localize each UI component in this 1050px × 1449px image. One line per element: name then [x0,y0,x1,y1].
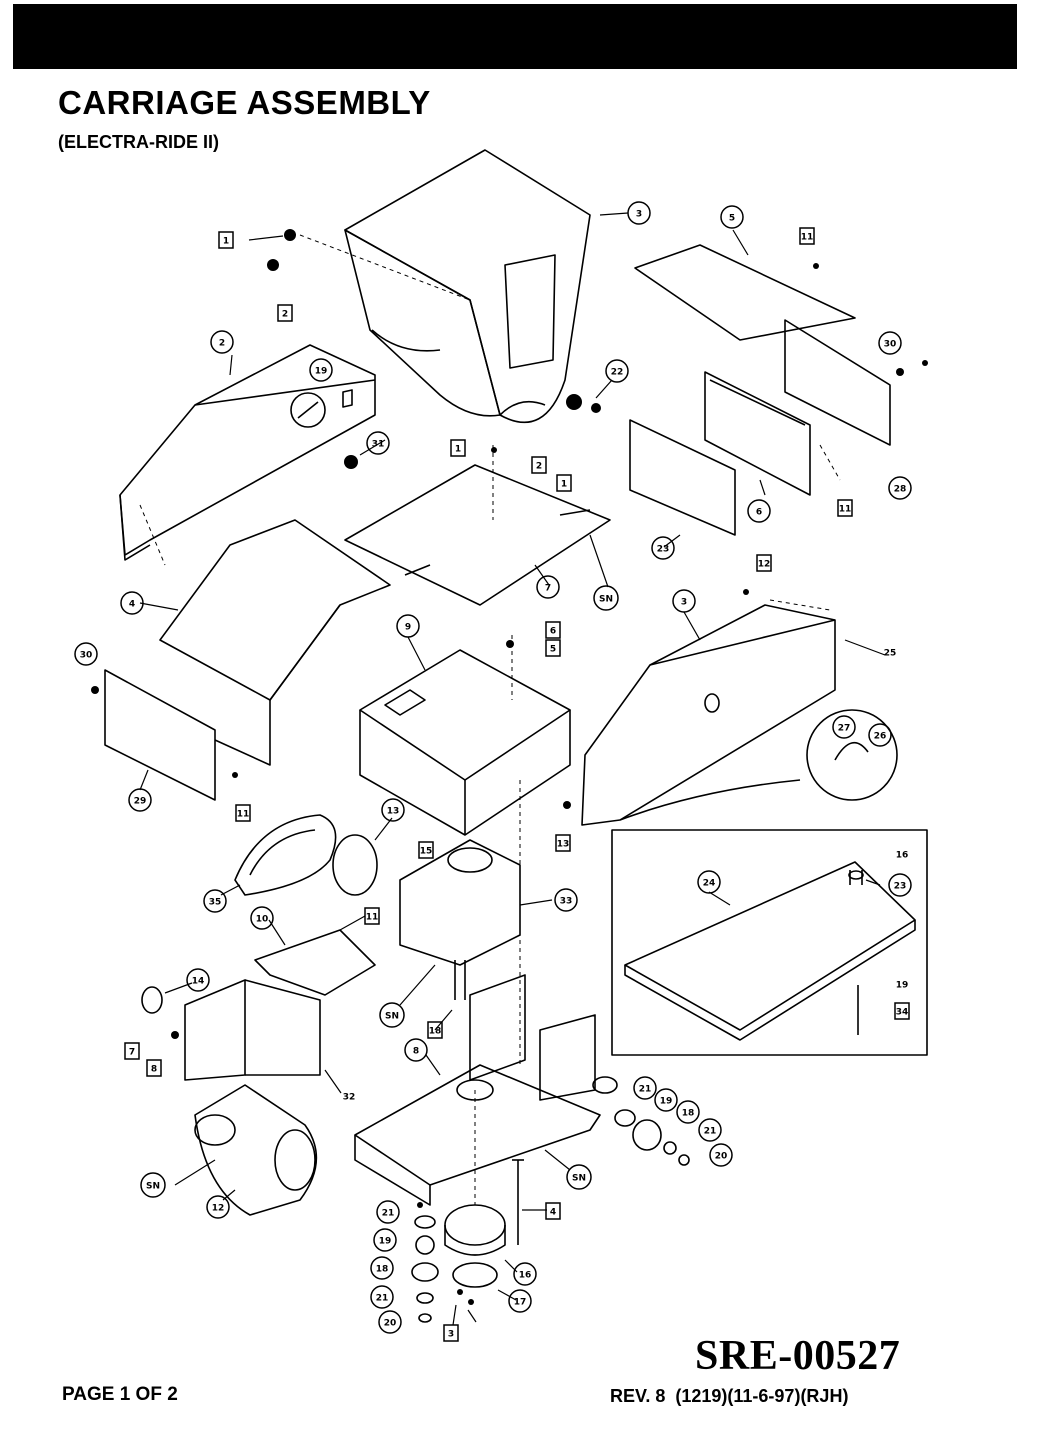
callout-1: 1 [223,237,229,247]
callout-28: 28 [894,485,907,495]
document-number: SRE-00527 [695,1332,900,1380]
washer-stack [412,1216,438,1322]
callout-16: 16 [519,1271,532,1281]
callout-6: 6 [756,508,762,518]
callout-18c: 18 [429,1027,442,1037]
callout-5: 5 [729,214,735,224]
callout-27: 27 [838,724,851,734]
callout-34: 34 [896,1008,909,1018]
callout-26: 26 [874,732,887,742]
callout-4b: 4 [550,1208,556,1218]
callout-17: 17 [514,1298,527,1308]
right-side-panel [582,605,897,825]
callout-13: 13 [387,807,400,817]
left-side-panel [120,345,375,560]
callout-21c: 21 [382,1209,395,1219]
callout-32: 32 [343,1093,356,1103]
callout-24: 24 [703,879,716,889]
callout-11: 11 [801,233,814,243]
callout-25: 25 [884,649,897,659]
callout-5b: 5 [550,645,556,655]
callout-21d: 21 [376,1294,389,1304]
callout-29: 29 [134,797,147,807]
callout-2: 2 [282,310,288,320]
callout-14: 14 [192,977,205,987]
callout-31: 31 [372,440,385,450]
callout-sn-4: SN [572,1174,586,1184]
callout-3c: 3 [448,1330,454,1340]
callout-35: 35 [209,898,222,908]
callout-22: 22 [611,368,624,378]
callout-6b: 6 [550,627,556,637]
callout-19: 19 [315,367,328,377]
callout-18: 18 [682,1109,695,1119]
callout-11c: 11 [237,810,250,820]
callout-3: 3 [636,210,642,220]
callout-7: 7 [545,584,551,594]
callout-20: 20 [715,1152,728,1162]
callout-sn-2: SN [385,1012,399,1022]
callout-16b: 16 [896,851,909,861]
callout-30: 30 [884,340,897,350]
callout-9: 9 [405,623,411,633]
callout-8b: 8 [151,1065,157,1075]
callout-3b: 3 [681,598,687,608]
left-cover [160,520,390,765]
callout-4: 4 [129,600,135,610]
callout-13b: 13 [557,840,570,850]
callout-19c: 19 [379,1237,392,1247]
callout-7b: 7 [129,1048,135,1058]
callout-30b: 30 [80,651,93,661]
callout-sn-3: SN [146,1182,160,1192]
callout-15: 15 [420,847,433,857]
callout-11b: 11 [839,505,852,515]
callout-1b: 1 [455,445,461,455]
revision-info: REV. 8 (1219)(11-6-97)(RJH) [610,1386,848,1407]
motor-cover-part [345,150,590,422]
callout-18b: 18 [376,1265,389,1275]
callout-20b: 20 [384,1319,397,1329]
belt-and-gear [235,815,377,895]
callout-12b: 12 [758,560,771,570]
gearbox-housing [400,840,520,1000]
callout-19b: 19 [660,1097,673,1107]
callout-12: 12 [212,1204,225,1214]
left-end-plate [105,670,215,800]
inset-box [612,830,927,1055]
callout-19d: 19 [896,981,909,991]
callout-21: 21 [639,1085,652,1095]
label-plate [630,420,735,535]
callout-21b: 21 [704,1127,717,1137]
motor [195,1085,316,1215]
right-top-plate [635,245,890,495]
callout-11d: 11 [366,913,379,923]
callout-sn-1: SN [599,595,613,605]
page-indicator: PAGE 1 OF 2 [62,1384,178,1406]
drive-gear [445,1205,505,1287]
callout-33: 33 [560,897,573,907]
callout-2c: 2 [536,462,542,472]
motor-bracket [255,930,375,995]
callout-1c: 1 [561,480,567,490]
callout-23: 23 [657,545,670,555]
callout-23b: 23 [894,882,907,892]
base-frame [355,975,600,1205]
callout-2b: 2 [219,339,225,349]
callout-8: 8 [413,1047,419,1057]
callout-10: 10 [256,915,269,925]
